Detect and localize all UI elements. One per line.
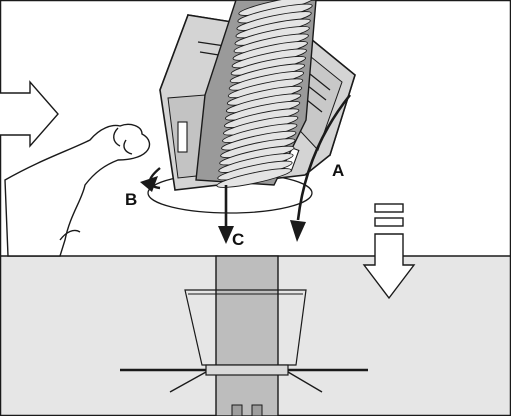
label-b: B [125,190,137,209]
mounting-clip [184,289,307,366]
spring-leg-right [287,371,323,393]
hand-illustration [4,123,151,257]
arrow-b-head [140,176,158,192]
pipe-foot-left [231,404,243,416]
hose-ridge [216,168,292,188]
hollow-arrow-down-icon [362,203,416,300]
center-pipe [215,255,279,416]
pipe-foot-right [251,404,263,416]
corrugated-hose [195,0,317,188]
label-c: C [232,230,244,249]
hollow-arrow-right-icon [0,80,59,148]
collar [205,364,289,376]
arrow-a [296,94,352,221]
label-a: A [332,161,344,180]
arrow-c-head [218,226,234,244]
arrow-a-head [290,220,306,242]
spring-leg-left [169,371,207,393]
